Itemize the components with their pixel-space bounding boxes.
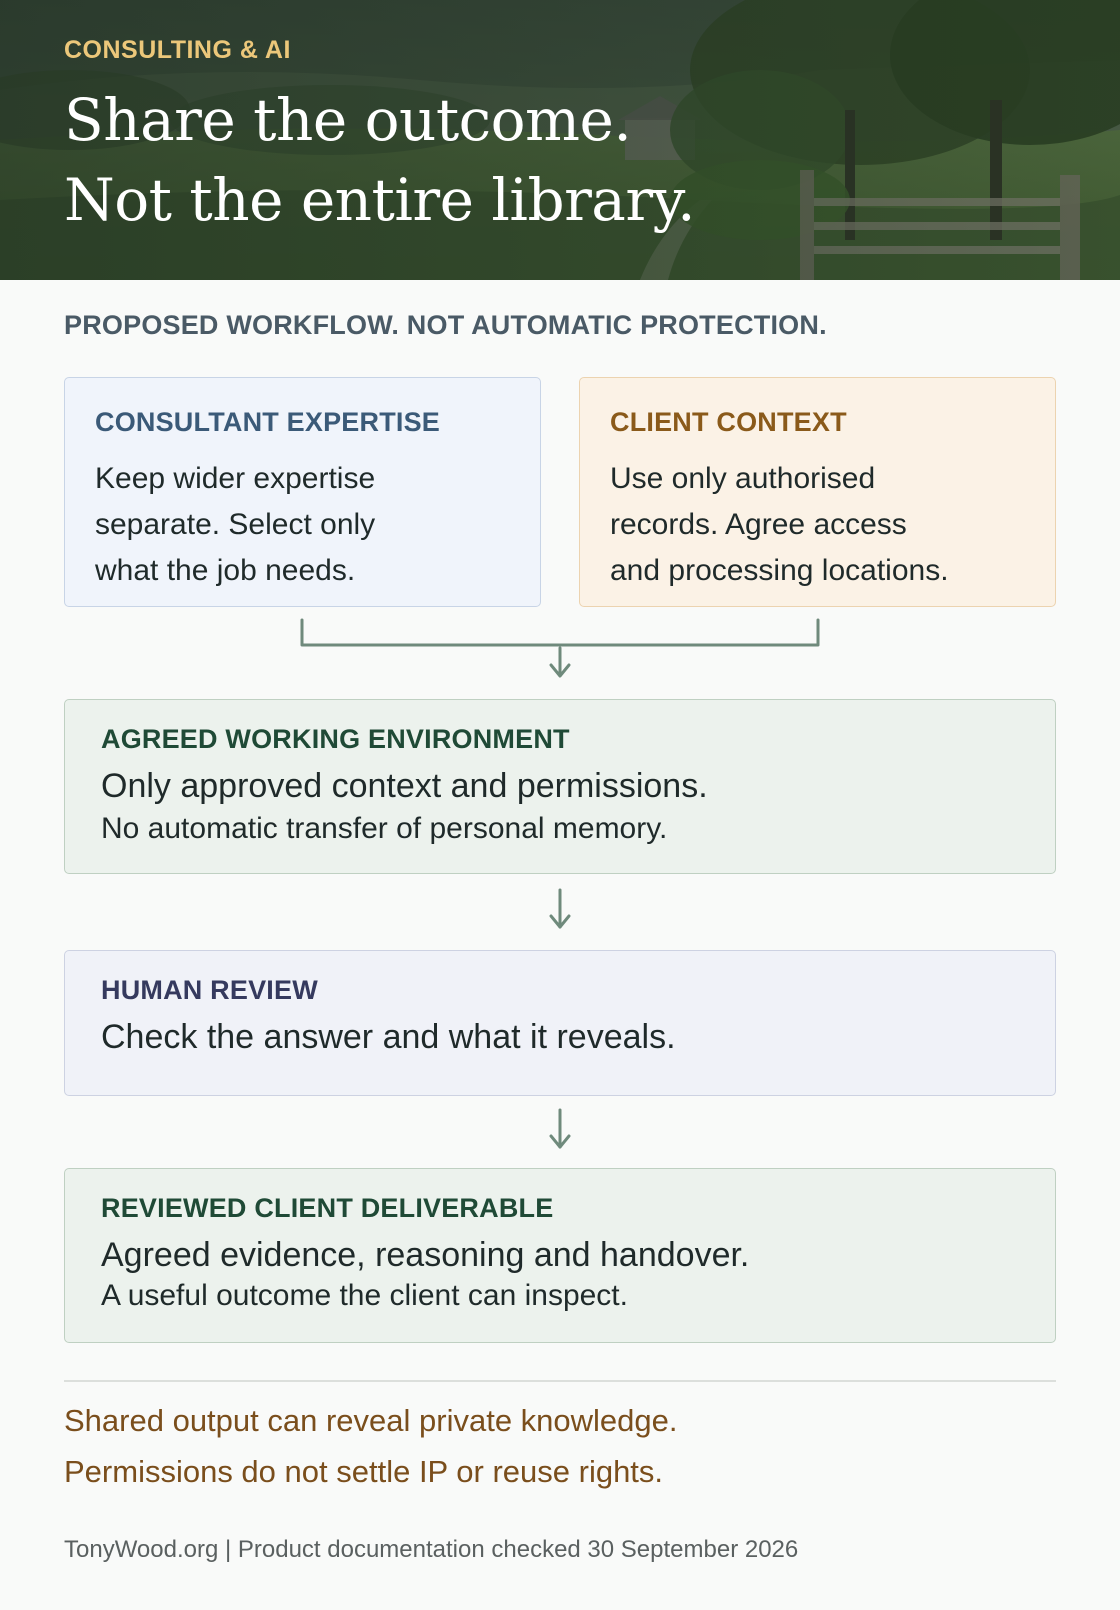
hero-banner: CONSULTING & AI Share the outcome. Not t… (0, 0, 1120, 280)
client-context-box: CLIENT CONTEXT Use only authorised recor… (579, 377, 1056, 607)
client-context-label: CLIENT CONTEXT (610, 407, 847, 437)
hero-overlay (0, 0, 1120, 280)
deliverable-main-text: Agreed evidence, reasoning and handover. (101, 1236, 750, 1274)
caution-note-1: Shared output can reveal private knowled… (64, 1403, 678, 1438)
environment-main-text: Only approved context and permissions. (101, 767, 708, 805)
consultant-expertise-box: CONSULTANT EXPERTISE Keep wider expertis… (64, 377, 541, 607)
client-line-3: and processing locations. (610, 554, 949, 587)
eyebrow-label: CONSULTING & AI (64, 36, 291, 64)
environment-label: AGREED WORKING ENVIRONMENT (101, 724, 570, 754)
client-line-1: Use only authorised (610, 462, 876, 495)
agreed-working-environment-box: AGREED WORKING ENVIRONMENT Only approved… (64, 699, 1056, 874)
footer-divider (64, 1380, 1056, 1382)
human-review-box: HUMAN REVIEW Check the answer and what i… (64, 950, 1056, 1096)
headline: Share the outcome. Not the entire librar… (64, 80, 696, 240)
arrow-to-deliverable-head (549, 1134, 571, 1149)
source-footer: TonyWood.org | Product documentation che… (64, 1536, 799, 1563)
deliverable-label: REVIEWED CLIENT DELIVERABLE (101, 1193, 554, 1223)
arrow-to-review-head (549, 914, 571, 929)
headline-line-2: Not the entire library. (64, 166, 696, 234)
headline-line-1: Share the outcome. (64, 86, 632, 154)
merge-bracket-connector (300, 618, 820, 647)
deliverable-sub-text: A useful outcome the client can inspect. (101, 1279, 628, 1312)
consultant-line-1: Keep wider expertise (95, 462, 376, 495)
review-label: HUMAN REVIEW (101, 975, 318, 1005)
consultant-line-2: separate. Select only (95, 508, 376, 541)
consultant-expertise-label: CONSULTANT EXPERTISE (95, 407, 441, 437)
review-main-text: Check the answer and what it reveals. (101, 1018, 676, 1056)
caution-note-2: Permissions do not settle IP or reuse ri… (64, 1454, 664, 1489)
environment-sub-text: No automatic transfer of personal memory… (101, 812, 668, 845)
merge-arrow-head (549, 663, 571, 678)
consultant-line-3: what the job needs. (95, 554, 356, 587)
reviewed-client-deliverable-box: REVIEWED CLIENT DELIVERABLE Agreed evide… (64, 1168, 1056, 1343)
client-line-2: records. Agree access (610, 508, 907, 541)
client-context-body: Use only authorised records. Agree acces… (610, 456, 1025, 594)
consultant-expertise-body: Keep wider expertise separate. Select on… (95, 456, 510, 594)
workflow-subhead: PROPOSED WORKFLOW. NOT AUTOMATIC PROTECT… (64, 310, 827, 340)
